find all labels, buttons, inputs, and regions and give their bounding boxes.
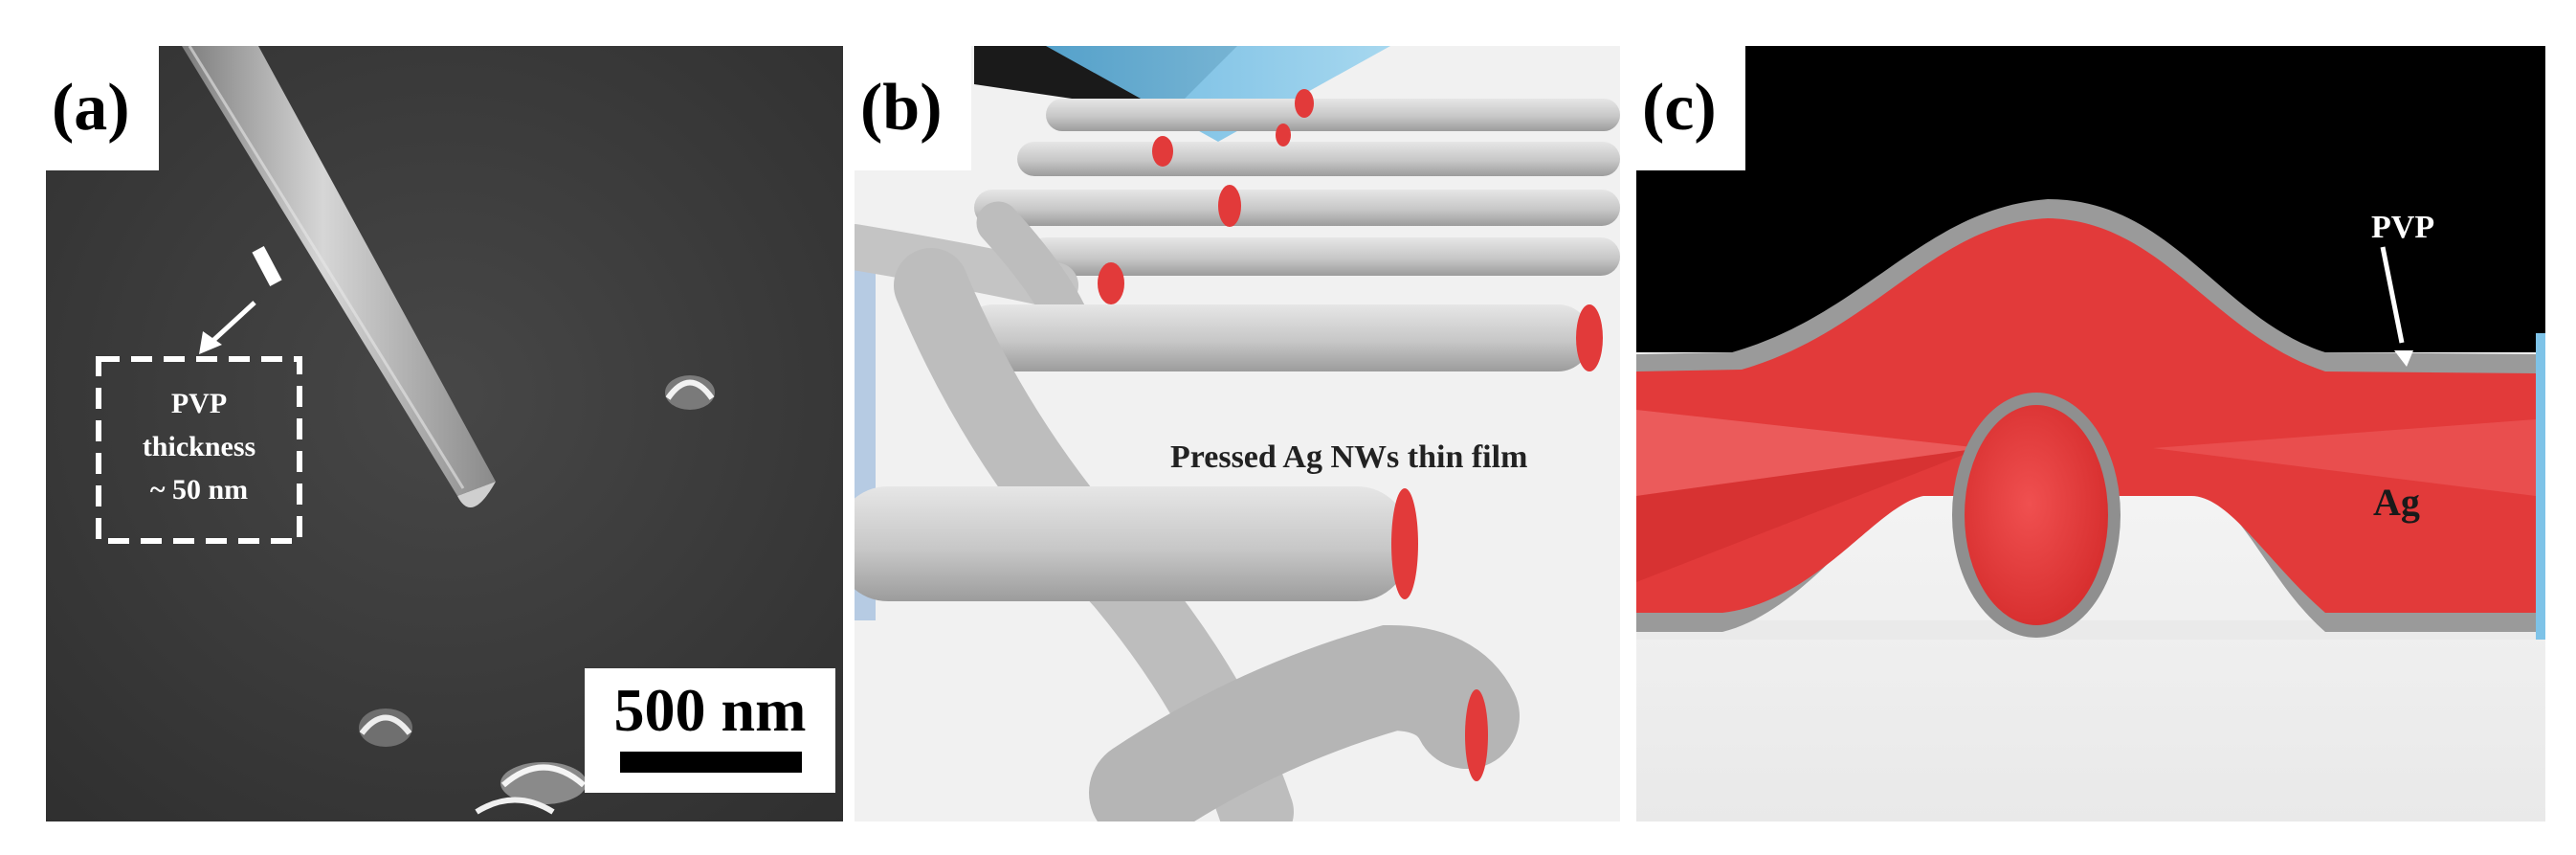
sem-image-graphic: PVP thickness ~ 50 nm 500 nm: [46, 46, 843, 821]
nanowire-middle: [960, 304, 1591, 371]
panel-label-b: (b): [855, 46, 971, 170]
nanowire-back-rows: [974, 89, 1620, 276]
panel-label-a: (a): [46, 46, 159, 170]
nanowire-bottom: [1089, 624, 1520, 821]
film-caption: Pressed Ag NWs thin film: [1170, 439, 1527, 475]
panel-label-c: (c): [1636, 46, 1745, 170]
wire-core-end: [1391, 488, 1418, 599]
particle: [359, 709, 412, 747]
cross-section-graphic: PVP Ag: [1636, 46, 2545, 821]
annotation-line-2: thickness: [143, 431, 255, 462]
annotation-dashed-box: [96, 356, 302, 544]
panel-b-nanowire-render: Pressed Ag NWs thin film (b): [855, 46, 1620, 821]
ag-label: Ag: [2373, 481, 2420, 524]
annotation-arrow: [207, 301, 256, 347]
ag-layer: [1636, 218, 2536, 613]
pvp-marker: [252, 246, 282, 286]
wire-core-end: [1576, 304, 1603, 371]
annotation-line-1: PVP: [171, 388, 227, 419]
nanowire-lower: [855, 486, 1410, 601]
panel-a-sem-image: PVP thickness ~ 50 nm 500 nm (a): [46, 46, 843, 821]
nanowire-core: [1965, 405, 2108, 625]
scale-bar-label: 500 nm: [614, 676, 807, 744]
particle: [665, 375, 715, 410]
pvp-label: PVP: [2371, 210, 2434, 245]
blue-plane: [1046, 46, 1390, 142]
nanowire-film-graphic: Pressed Ag NWs thin film: [855, 46, 1620, 821]
pvp-arrow: [2380, 246, 2405, 344]
nanowire-tip: [457, 482, 496, 507]
annotation-line-3: ~ 50 nm: [150, 474, 248, 506]
panel-c-cross-section: PVP Ag (c): [1636, 46, 2545, 821]
scale-bar: [620, 752, 802, 773]
